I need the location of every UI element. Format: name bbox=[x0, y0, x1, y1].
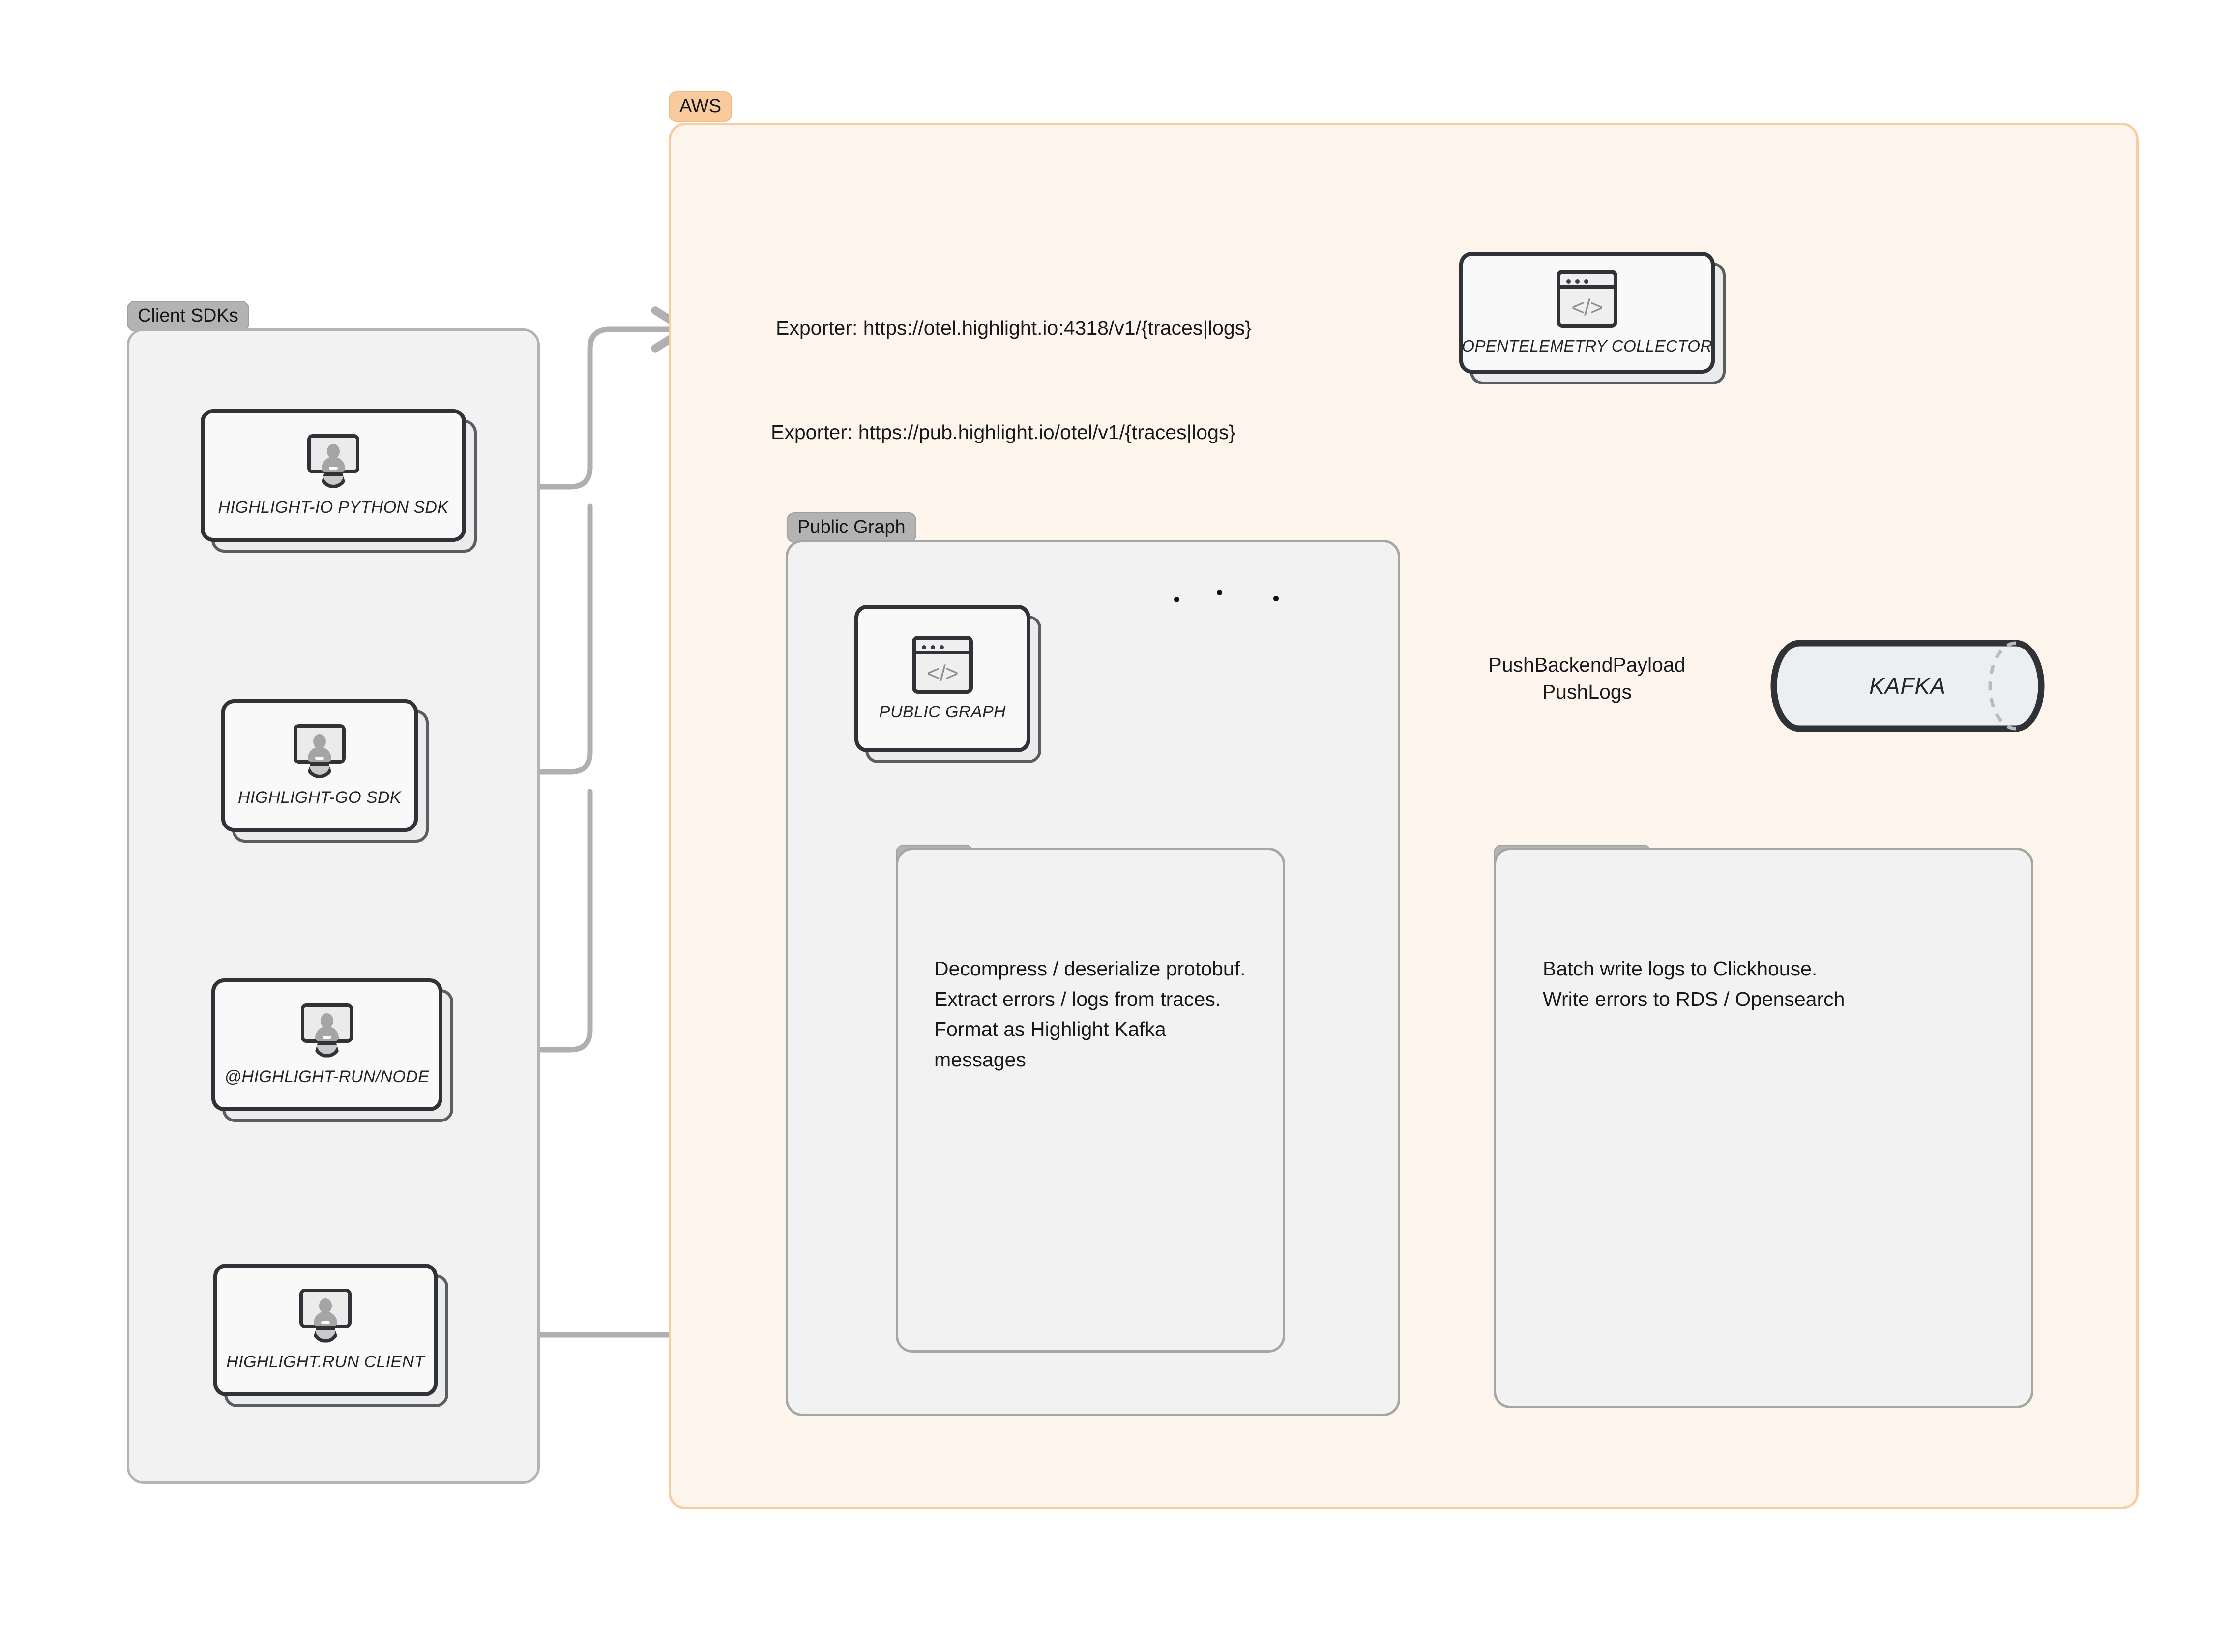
ellipsis-dot-1 bbox=[1174, 597, 1179, 602]
edge-label-exporter-pub: Exporter: https://pub.highlight.io/otel/… bbox=[771, 421, 1236, 443]
ellipsis-dot-3 bbox=[1273, 596, 1279, 601]
node-highlight-run-client[interactable]: HIGHLIGHT.RUN CLIENT bbox=[213, 1264, 448, 1407]
push-line-1: PushBackendPayload bbox=[1488, 653, 1686, 676]
group-otel-go bbox=[896, 848, 1285, 1353]
node-card: </> OPENTELEMETRY COLLECTOR bbox=[1459, 252, 1715, 374]
group-label-public-graph: Public Graph bbox=[787, 512, 916, 543]
node-label: HIGHLIGHT.RUN CLIENT bbox=[226, 1352, 425, 1371]
kafka-label: KAFKA bbox=[1869, 673, 1946, 699]
group-label-aws: AWS bbox=[669, 91, 733, 122]
node-label: PUBLIC GRAPH bbox=[879, 702, 1006, 721]
edge-label-exporter-otel: Exporter: https://otel.highlight.io:4318… bbox=[776, 317, 1252, 339]
node-card: HIGHLIGHT-GO SDK bbox=[221, 699, 418, 832]
node-opentelemetry-collector[interactable]: </> OPENTELEMETRY COLLECTOR bbox=[1459, 252, 1726, 384]
node-card: </> PUBLIC GRAPH bbox=[854, 605, 1030, 752]
code-window-icon: </> bbox=[912, 635, 973, 694]
code-glyph: </> bbox=[927, 660, 959, 686]
group-kafka-worker-go bbox=[1494, 848, 2033, 1408]
monitor-user-icon bbox=[291, 724, 349, 779]
push-line-2: PushLogs bbox=[1542, 680, 1632, 704]
monitor-user-icon bbox=[298, 1003, 356, 1059]
node-public-graph[interactable]: </> PUBLIC GRAPH bbox=[854, 605, 1041, 763]
group-label-client-sdks: Client SDKs bbox=[127, 301, 249, 331]
node-card: HIGHLIGHT.RUN CLIENT bbox=[213, 1264, 438, 1396]
cylinder-database-icon bbox=[1770, 640, 2045, 732]
node-label: OPENTELEMETRY COLLECTOR bbox=[1462, 337, 1712, 355]
node-label: HIGHLIGHT-IO PYTHON SDK bbox=[218, 498, 449, 517]
node-label: HIGHLIGHT-GO SDK bbox=[238, 788, 401, 807]
node-label: @HIGHLIGHT-RUN/NODE bbox=[224, 1067, 430, 1086]
monitor-user-icon bbox=[304, 434, 362, 489]
node-card: HIGHLIGHT-IO PYTHON SDK bbox=[201, 409, 466, 542]
node-kafka[interactable]: KAFKA bbox=[1770, 639, 2045, 733]
node-highlight-io-python-sdk[interactable]: HIGHLIGHT-IO PYTHON SDK bbox=[201, 409, 477, 553]
node-highlight-go-sdk[interactable]: HIGHLIGHT-GO SDK bbox=[221, 699, 429, 843]
node-highlight-run-node[interactable]: @HIGHLIGHT-RUN/NODE bbox=[211, 978, 453, 1122]
monitor-user-icon bbox=[296, 1288, 354, 1344]
node-card: @HIGHLIGHT-RUN/NODE bbox=[211, 978, 442, 1111]
otel-go-body-text: Decompress / deserialize protobuf. Extra… bbox=[934, 957, 1246, 1071]
code-window-icon: </> bbox=[1557, 270, 1617, 328]
kafka-worker-body-text: Batch write logs to Clickhouse. Write er… bbox=[1543, 957, 1845, 1010]
ellipsis-dot-2 bbox=[1217, 590, 1222, 595]
code-glyph: </> bbox=[1571, 295, 1603, 320]
